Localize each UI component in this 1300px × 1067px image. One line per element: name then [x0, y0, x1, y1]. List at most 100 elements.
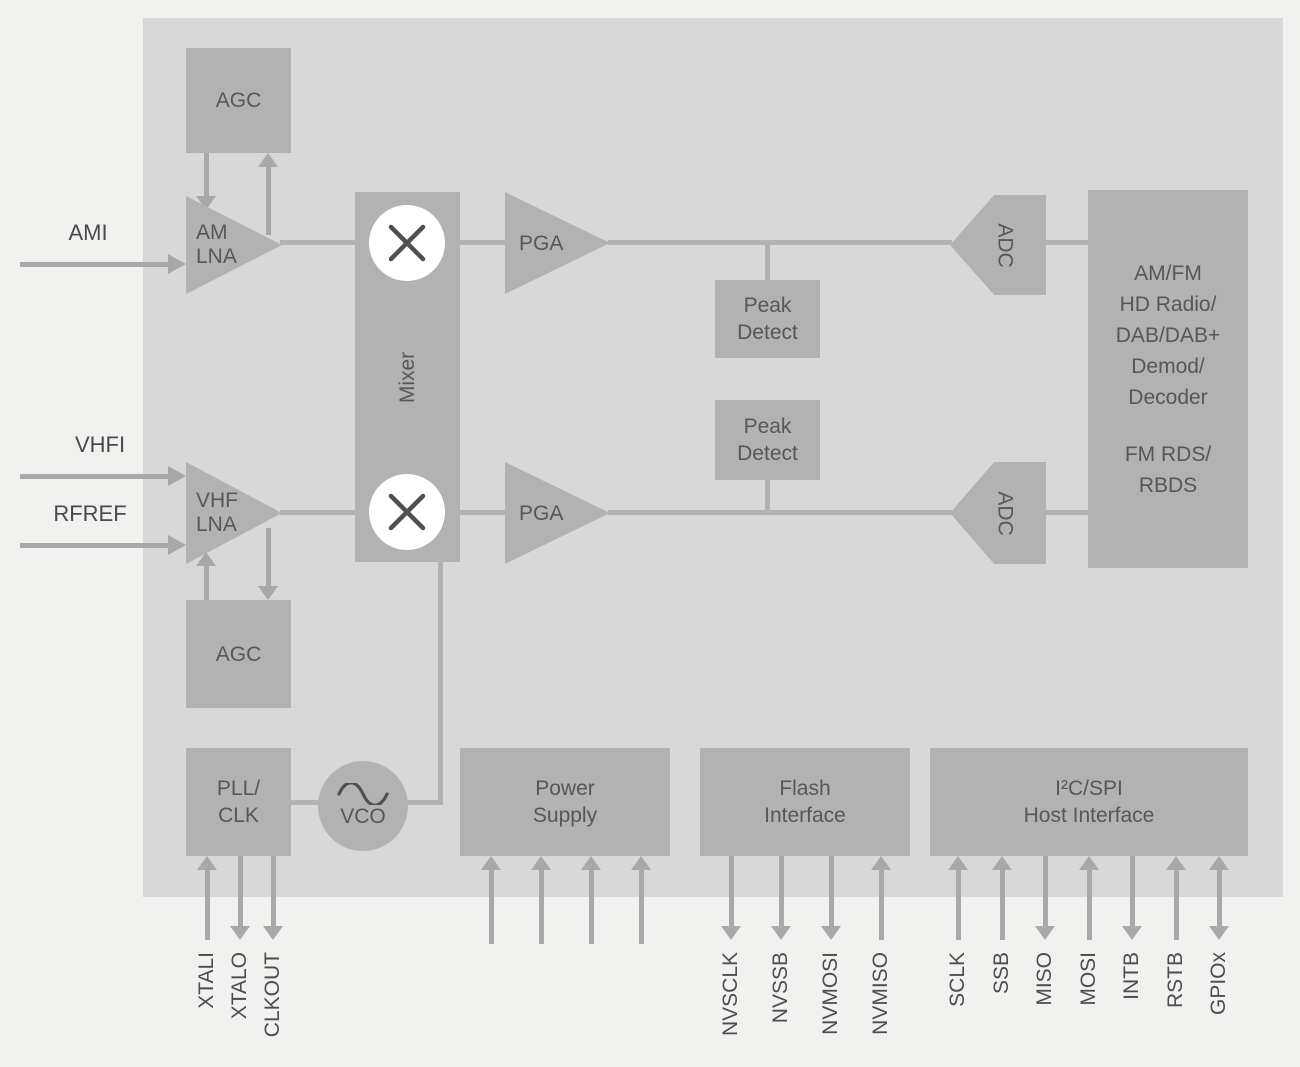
demod-decoder-block: AM/FM HD Radio/ DAB/DAB+ Demod/ Decoder …: [1088, 190, 1248, 568]
ami-input-arrow: [20, 254, 186, 274]
clkout-pin-label: CLKOUT: [261, 952, 284, 1038]
arrow-up-icon: [481, 856, 501, 870]
wire-adc-demod-top: [1044, 240, 1090, 245]
flash-interface-line2: Interface: [764, 804, 846, 827]
mosi-pin-arrow: [1079, 856, 1099, 940]
vhfi-label: VHFI: [74, 432, 126, 457]
vhf-lna-label-line2: LNA: [196, 513, 237, 536]
rstb-pin-arrow: [1166, 856, 1186, 940]
arrow-up-icon: [1209, 856, 1229, 870]
nvmosi-pin-arrow: [821, 856, 841, 940]
wire-pga-adc-bottom: [608, 510, 952, 515]
power-supply-line2: Supply: [532, 804, 598, 827]
mixer-multiplier-top: [369, 205, 445, 281]
peak-detect-bottom-line2: Detect: [737, 442, 798, 465]
arrow-up-icon: [258, 153, 278, 167]
am-lna-label-line2: LNA: [196, 245, 237, 268]
wire-peakdetect-stub-top: [765, 243, 770, 283]
xtalo-pin-label: XTALO: [228, 952, 251, 1020]
arrow-up-icon: [531, 856, 551, 870]
power-supply-block: Power Supply: [460, 748, 670, 856]
pll-clk-block: PLL/ CLK: [186, 748, 291, 856]
peak-detect-top-line1: Peak: [743, 294, 792, 317]
arrow-down-icon: [1209, 926, 1229, 940]
power-pin-arrow-4: [631, 856, 651, 944]
pga-top-label: PGA: [519, 231, 564, 255]
arrow-up-icon: [948, 856, 968, 870]
nvmosi-pin-label: NVMOSI: [819, 952, 842, 1035]
intb-pin-arrow: [1122, 856, 1142, 940]
mixer-multiplier-bottom: [369, 474, 445, 550]
wire-pga-adc-top: [608, 240, 952, 245]
demod-line-5: Decoder: [1128, 385, 1208, 409]
host-interface-block: I²C/SPI Host Interface: [930, 748, 1248, 856]
sine-wave-icon: [337, 783, 389, 805]
sclk-pin-label: SCLK: [946, 952, 969, 1007]
host-interface-line2: Host Interface: [1023, 804, 1155, 827]
wire-adc-demod-bottom: [1044, 510, 1090, 515]
agc-bottom-to-lna-arrow: [196, 552, 216, 600]
gpiox-pin-label: GPIOx: [1207, 952, 1230, 1016]
wire-vhflna-mixer: [280, 510, 357, 515]
nvssb-pin-label: NVSSB: [769, 952, 792, 1024]
arrow-up-icon: [196, 552, 216, 566]
nvmiso-pin-label: NVMISO: [869, 952, 892, 1035]
adc-bottom-label: ADC: [993, 490, 1017, 536]
peak-detect-bottom-block: Peak Detect: [715, 400, 820, 480]
clkout-pin-arrow: [263, 856, 283, 940]
arrow-up-icon: [871, 856, 891, 870]
arrow-down-icon: [721, 926, 741, 940]
arrow-down-icon: [771, 926, 791, 940]
arrow-down-icon: [1035, 926, 1055, 940]
power-supply-line1: Power: [535, 777, 595, 800]
host-interface-line1: I²C/SPI: [1055, 777, 1123, 800]
sclk-pin-arrow: [948, 856, 968, 940]
lna-to-agc-top-arrow: [258, 153, 278, 235]
wire-amlna-mixer: [280, 240, 357, 245]
multiply-icon: [388, 493, 426, 531]
agc-bottom-label: AGC: [215, 642, 262, 666]
wire-peakdetect-stub-bottom: [765, 478, 770, 514]
arrow-up-icon: [631, 856, 651, 870]
arrow-up-icon: [1079, 856, 1099, 870]
arrow-right-icon: [168, 466, 186, 486]
arrow-right-icon: [168, 254, 186, 274]
agc-top-to-lna-arrow: [196, 153, 216, 210]
vhf-lna-label-line1: VHF: [196, 489, 238, 512]
nvsclk-pin-arrow: [721, 856, 741, 940]
arrow-up-icon: [197, 856, 217, 870]
nvssb-pin-arrow: [771, 856, 791, 940]
adc-top-label: ADC: [993, 222, 1017, 268]
vhfi-input-arrow: [20, 466, 186, 486]
arrow-up-icon: [581, 856, 601, 870]
multiply-icon: [388, 224, 426, 262]
peak-detect-bottom-line1: Peak: [743, 415, 792, 438]
lna-to-agc-bottom-arrow: [258, 528, 278, 600]
miso-pin-arrow: [1035, 856, 1055, 940]
nvsclk-pin-label: NVSCLK: [719, 952, 742, 1037]
demod-line-2: HD Radio/: [1119, 292, 1217, 316]
arrow-up-icon: [1166, 856, 1186, 870]
demod-line-4: Demod/: [1131, 354, 1205, 378]
xtalo-pin-arrow: [230, 856, 250, 940]
demod-line-7: RBDS: [1138, 473, 1198, 497]
peak-detect-top-block: Peak Detect: [715, 280, 820, 358]
arrow-right-icon: [168, 535, 186, 555]
demod-line-3: DAB/DAB+: [1115, 323, 1221, 347]
xtali-pin-arrow: [197, 856, 217, 940]
demod-line-1: AM/FM: [1134, 261, 1202, 285]
power-pin-arrow-3: [581, 856, 601, 944]
flash-interface-line1: Flash: [779, 777, 831, 800]
wire-vco-corner: [406, 800, 443, 805]
peak-detect-top-line2: Detect: [737, 321, 798, 344]
ssb-pin-label: SSB: [990, 952, 1013, 995]
arrow-down-icon: [1122, 926, 1142, 940]
agc-top-block: AGC: [186, 48, 291, 153]
ssb-pin-arrow: [992, 856, 1012, 940]
agc-bottom-block: AGC: [186, 600, 291, 708]
rfref-label: RFREF: [53, 501, 127, 526]
demod-line-6: FM RDS/: [1124, 442, 1212, 466]
wire-mixer-pga-top: [458, 240, 507, 245]
pll-clk-line1: PLL/: [216, 777, 261, 800]
